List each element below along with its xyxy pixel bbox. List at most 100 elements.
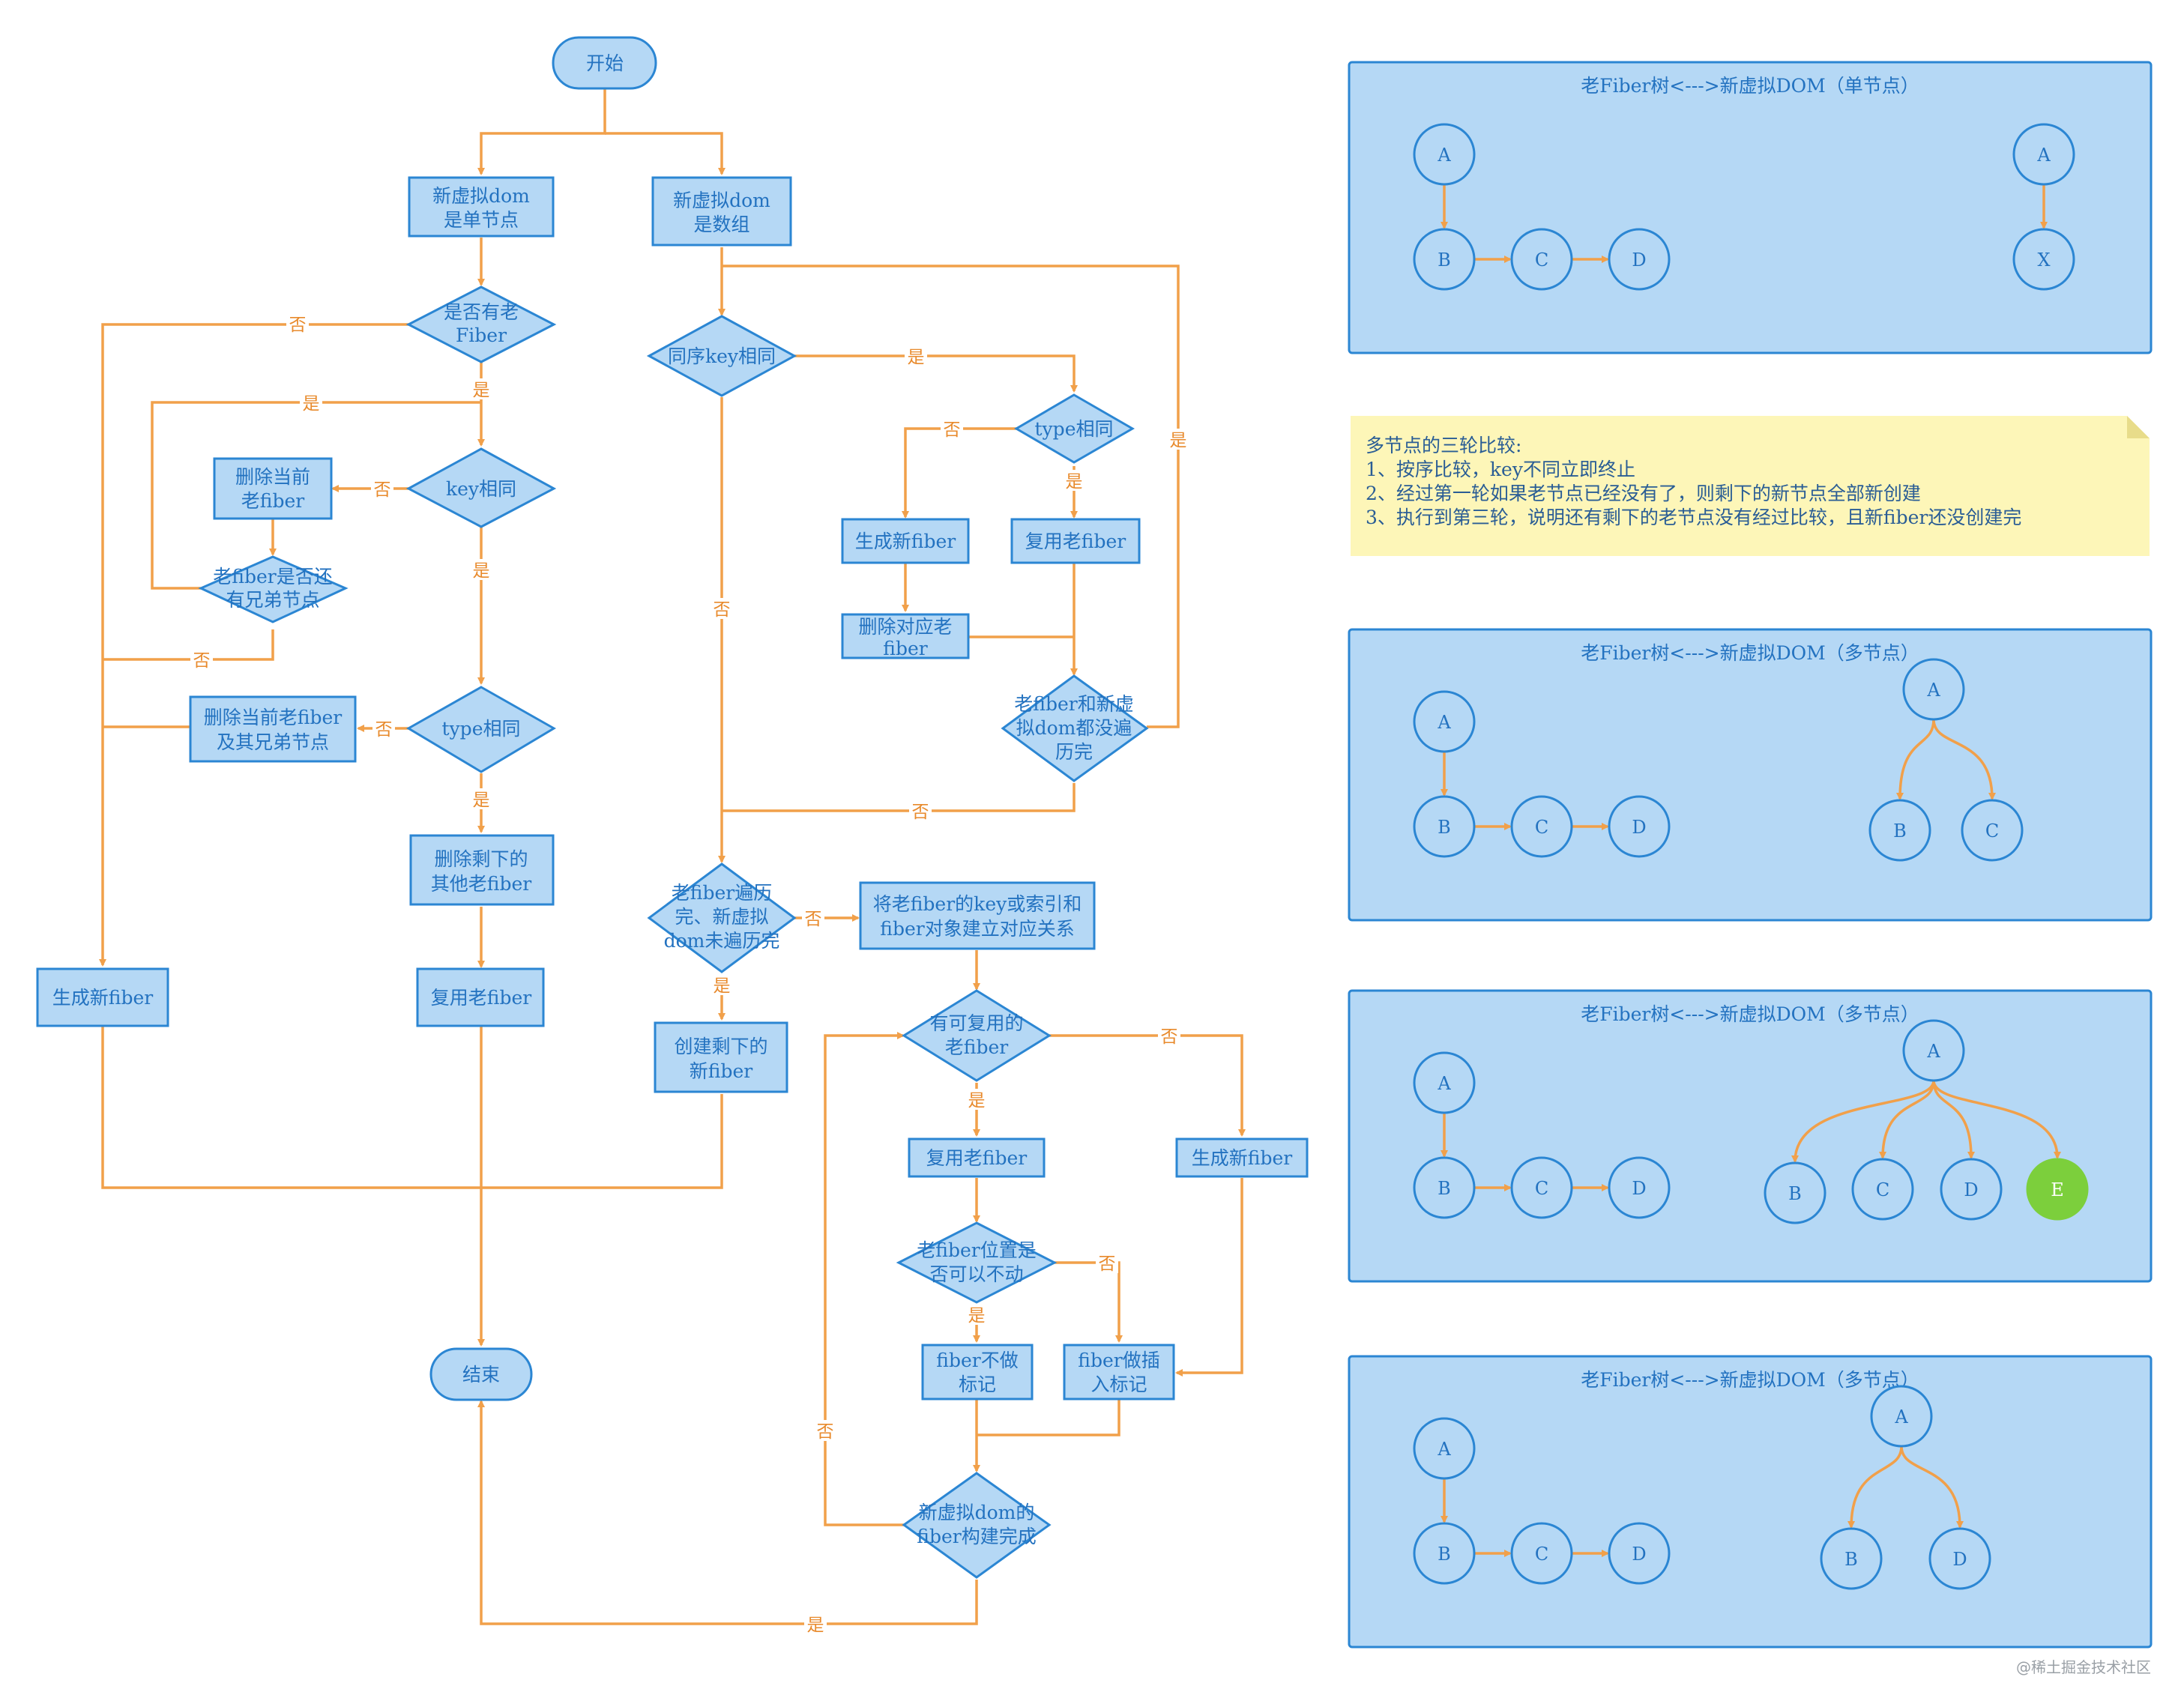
tree-node-label: C — [1535, 250, 1548, 271]
decision-old-done-new-not: 老fiber遍历 完、新虚拟 dom未遍历完 — [647, 862, 797, 973]
tree-node-label: D — [1632, 817, 1646, 838]
edge-label-yes: 是 — [473, 381, 490, 400]
process-label: 复用老fiber — [431, 987, 531, 1009]
tree-node — [1902, 658, 1965, 721]
decision-label: 老fiber — [945, 1036, 1008, 1058]
process-label: 删除当前老fiber — [204, 707, 342, 728]
process-reuse-bottom: 复用老fiber — [908, 1137, 1046, 1178]
edge-label-yes: 是 — [968, 1306, 986, 1326]
edge-built-yes — [477, 1400, 978, 1625]
decision-label: dom未遍历完 — [664, 930, 780, 952]
edge-reusable-no — [1049, 1034, 1246, 1137]
process-reuse-left: 复用老fiber — [416, 967, 545, 1027]
edge-label-yes: 是 — [1066, 472, 1083, 492]
process-create-remaining: 创建剩下的 新fiber — [654, 1021, 788, 1093]
edge-label-no: 否 — [805, 910, 822, 929]
start-label: 开始 — [586, 52, 624, 74]
process-label: 新fiber — [690, 1060, 752, 1082]
tree-node-old — [1608, 1522, 1671, 1585]
process-reuse-mid: 复用老fiber — [1010, 518, 1141, 564]
edge-label-no: 否 — [912, 803, 929, 822]
tree-node — [1961, 799, 2024, 862]
process-single-node: 新虚拟dom 是单节点 — [408, 176, 555, 238]
process-label: 是数组 — [693, 214, 749, 235]
tree-node-label: B — [1844, 1549, 1858, 1570]
tree-node-old — [1510, 1522, 1573, 1585]
tree-edge — [1900, 1445, 1964, 1529]
panel-title: 老Fiber树<--->新虚拟DOM（多节点） — [1581, 1003, 1919, 1025]
panel-title: 老Fiber树<--->新虚拟DOM（多节点） — [1581, 642, 1919, 664]
decision-label: 新虚拟dom的 — [919, 1502, 1035, 1523]
edge-label-no: 否 — [375, 720, 393, 740]
panel-title: 老Fiber树<--->新虚拟DOM（多节点） — [1581, 1369, 1919, 1391]
process-label: 生成新fiber — [1192, 1147, 1292, 1169]
tree-node-label: A — [1437, 145, 1451, 166]
tree-node-old — [1413, 1522, 1476, 1585]
tree-node-label: E — [2051, 1179, 2064, 1200]
edge-label-no: 否 — [374, 480, 391, 500]
edge-label-no: 否 — [1161, 1027, 1178, 1047]
edge-label-no: 否 — [944, 420, 961, 440]
edge-label-yes: 是 — [473, 791, 490, 810]
tree-edge — [1847, 1445, 1903, 1529]
panel-background — [1348, 989, 2153, 1283]
process-delete-remaining: 删除剩下的 其他老fiber — [409, 834, 555, 906]
note-line: 1、按序比较，key不同立即终止 — [1366, 459, 1635, 480]
tree-node-label: A — [1894, 1406, 1908, 1427]
tree-node-label: D — [1632, 1178, 1646, 1199]
tree-node-old — [1413, 228, 1476, 291]
tree-node-old — [1413, 1051, 1476, 1114]
decision-same-order-key: 同序key相同 — [646, 315, 797, 397]
tree-node-old — [1413, 1156, 1476, 1219]
process-label: 老fiber — [241, 490, 304, 512]
decision-label: 老fiber是否还 — [213, 566, 332, 587]
end-label: 结束 — [462, 1364, 500, 1386]
tree-node-label: A — [1437, 1439, 1451, 1460]
tree-edge — [1791, 1080, 1935, 1163]
tree-node-label: D — [1952, 1549, 1967, 1570]
tree-node — [2012, 123, 2075, 186]
process-no-mark: fiber不做 标记 — [921, 1344, 1034, 1401]
process-label: 复用老fiber — [926, 1147, 1027, 1169]
tree-node — [1940, 1158, 2003, 1221]
end-node: 结束 — [429, 1347, 533, 1401]
tree-node-label: B — [1438, 1178, 1451, 1199]
tree-node-label: D — [1632, 250, 1646, 271]
edge-pos-no — [1055, 1261, 1123, 1343]
process-label: 生成新fiber — [855, 531, 956, 552]
tree-node-label: B — [1438, 1544, 1451, 1565]
edge-label-no: 否 — [289, 315, 307, 335]
edge-label-yes: 是 — [714, 976, 731, 996]
decision-has-old-fiber: 是否有老 Fiber — [405, 285, 557, 363]
process-delete-current-and-siblings: 删除当前老fiber 及其兄弟节点 — [189, 695, 357, 763]
decision-old-has-sibling: 老fiber是否还 有兄弟节点 — [198, 555, 349, 623]
tree-node-old — [1413, 123, 1476, 186]
decision-label: 是否有老 — [444, 301, 519, 323]
tree-node-old — [1413, 690, 1476, 753]
tree-node-label: C — [1535, 1544, 1548, 1565]
process-create-bottom: 生成新fiber — [1175, 1137, 1309, 1178]
tree-node — [2012, 228, 2075, 291]
process-label: fiber不做 — [936, 1350, 1018, 1371]
tree-node-old — [1608, 228, 1671, 291]
decision-label: type相同 — [1035, 418, 1114, 440]
decision-label: key相同 — [446, 478, 516, 500]
decision-type-same-right: type相同 — [1014, 393, 1135, 464]
process-array-node: 新虚拟dom 是数组 — [651, 176, 792, 247]
edge-label-yes: 是 — [1170, 431, 1187, 450]
note-line: 2、经过第一轮如果老节点已经没有了，则剩下的新节点全部新创建 — [1366, 483, 1921, 504]
edge-label-no: 否 — [193, 651, 211, 671]
process-label: 将老fiber的key或索引和 — [873, 893, 1082, 915]
decision-label: fiber构建完成 — [917, 1526, 1036, 1547]
decision-label: type相同 — [442, 718, 521, 740]
tree-node-label: B — [1438, 250, 1451, 271]
panel-background — [1348, 628, 2153, 922]
decision-label: 老fiber遍历 — [672, 882, 772, 904]
tree-node — [1764, 1161, 1826, 1224]
tree-edge — [1932, 1080, 1975, 1159]
